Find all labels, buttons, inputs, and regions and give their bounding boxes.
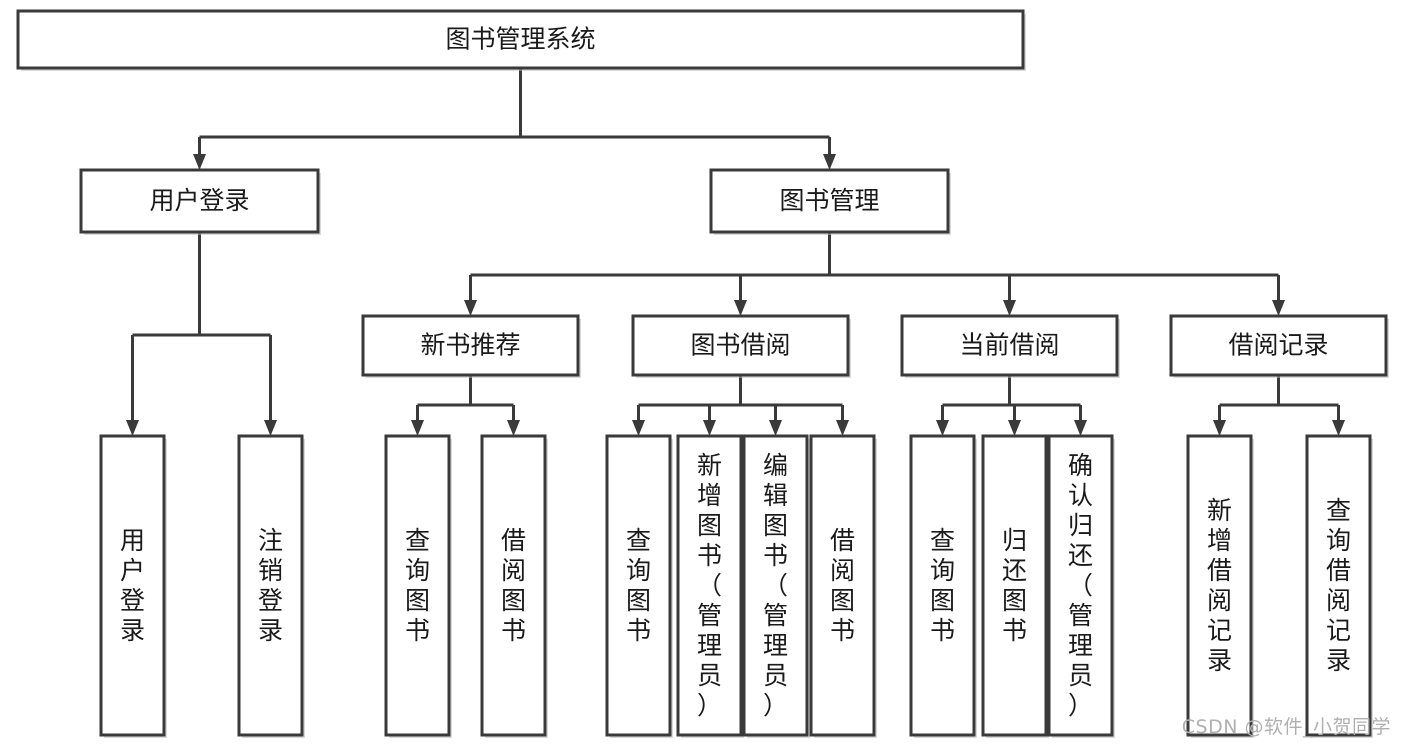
node-label: 图书借阅 [690,331,790,360]
node-borrow-record[interactable]: 借阅记录 [1169,314,1389,378]
node-label: 编辑图书（管理员） [763,451,788,720]
node-box[interactable] [1186,434,1253,737]
node-label: 新书推荐 [420,331,520,360]
node-box[interactable] [361,314,580,377]
node-box[interactable] [631,314,850,377]
node-box[interactable] [384,434,451,737]
node-label: 借阅图书 [830,526,855,645]
node-label: 图书管理系统 [445,25,595,54]
node-label: 归还图书 [1002,526,1027,645]
node-book-manage[interactable]: 图书管理 [709,168,951,235]
node-box[interactable] [900,314,1119,377]
node-leaf-borrow-edit[interactable]: 编辑图书（管理员） [742,434,810,738]
node-label: 图书管理 [779,186,879,215]
node-label: 确认归还（管理员） [1068,451,1093,720]
node-new-book-rec[interactable]: 新书推荐 [361,314,581,378]
node-leaf-borrow-query[interactable]: 查询图书 [605,434,673,738]
node-box[interactable] [16,9,1025,70]
node-leaf-cur-query[interactable]: 查询图书 [909,434,977,738]
node-box[interactable] [809,434,876,737]
node-box[interactable] [480,434,547,737]
node-leaf-rec-borrow[interactable]: 借阅图书 [480,434,548,738]
node-leaf-cur-return[interactable]: 归还图书 [981,434,1049,738]
node-box[interactable] [981,434,1048,737]
connector-layer [126,68,1345,436]
node-label: 当前借阅 [959,331,1059,360]
node-label: 新增借阅记录 [1207,496,1232,675]
node-leaf-rec-query2[interactable]: 查询借阅记录 [1305,434,1373,738]
node-box[interactable] [79,168,320,234]
node-label: 查询图书 [626,526,651,645]
node-current-borrow[interactable]: 当前借阅 [900,314,1120,378]
node-leaf-rec-query[interactable]: 查询图书 [384,434,452,738]
node-layer: 图书管理系统用户登录图书管理新书推荐图书借阅当前借阅借阅记录用户登录注销登录查询… [16,9,1389,738]
node-label: 查询图书 [930,526,955,645]
node-leaf-user-logout[interactable]: 注销登录 [237,434,305,738]
node-box[interactable] [1305,434,1372,737]
node-label: 借阅记录 [1228,331,1328,360]
node-root[interactable]: 图书管理系统 [16,9,1026,71]
node-box[interactable] [676,434,743,737]
node-box[interactable] [909,434,976,737]
node-box[interactable] [709,168,950,234]
node-leaf-borrow-lend[interactable]: 借阅图书 [809,434,877,738]
node-leaf-user-login[interactable]: 用户登录 [99,434,167,738]
node-box[interactable] [1169,314,1388,377]
node-label: 注销登录 [258,526,283,645]
node-label: 新增图书（管理员） [697,451,722,720]
node-label: 用户登录 [149,186,249,215]
node-book-borrow[interactable]: 图书借阅 [631,314,851,378]
node-box[interactable] [237,434,304,737]
node-label: 查询借阅记录 [1326,496,1351,675]
node-box[interactable] [99,434,166,737]
node-label: 查询图书 [405,526,430,645]
node-leaf-rec-add[interactable]: 新增借阅记录 [1186,434,1254,738]
node-leaf-cur-confirm[interactable]: 确认归还（管理员） [1047,434,1115,738]
node-box[interactable] [1047,434,1114,737]
node-leaf-borrow-add[interactable]: 新增图书（管理员） [676,434,744,738]
node-label: 用户登录 [120,526,145,645]
node-box[interactable] [605,434,672,737]
node-label: 借阅图书 [501,526,526,645]
node-box[interactable] [742,434,809,737]
node-user-login[interactable]: 用户登录 [79,168,321,235]
